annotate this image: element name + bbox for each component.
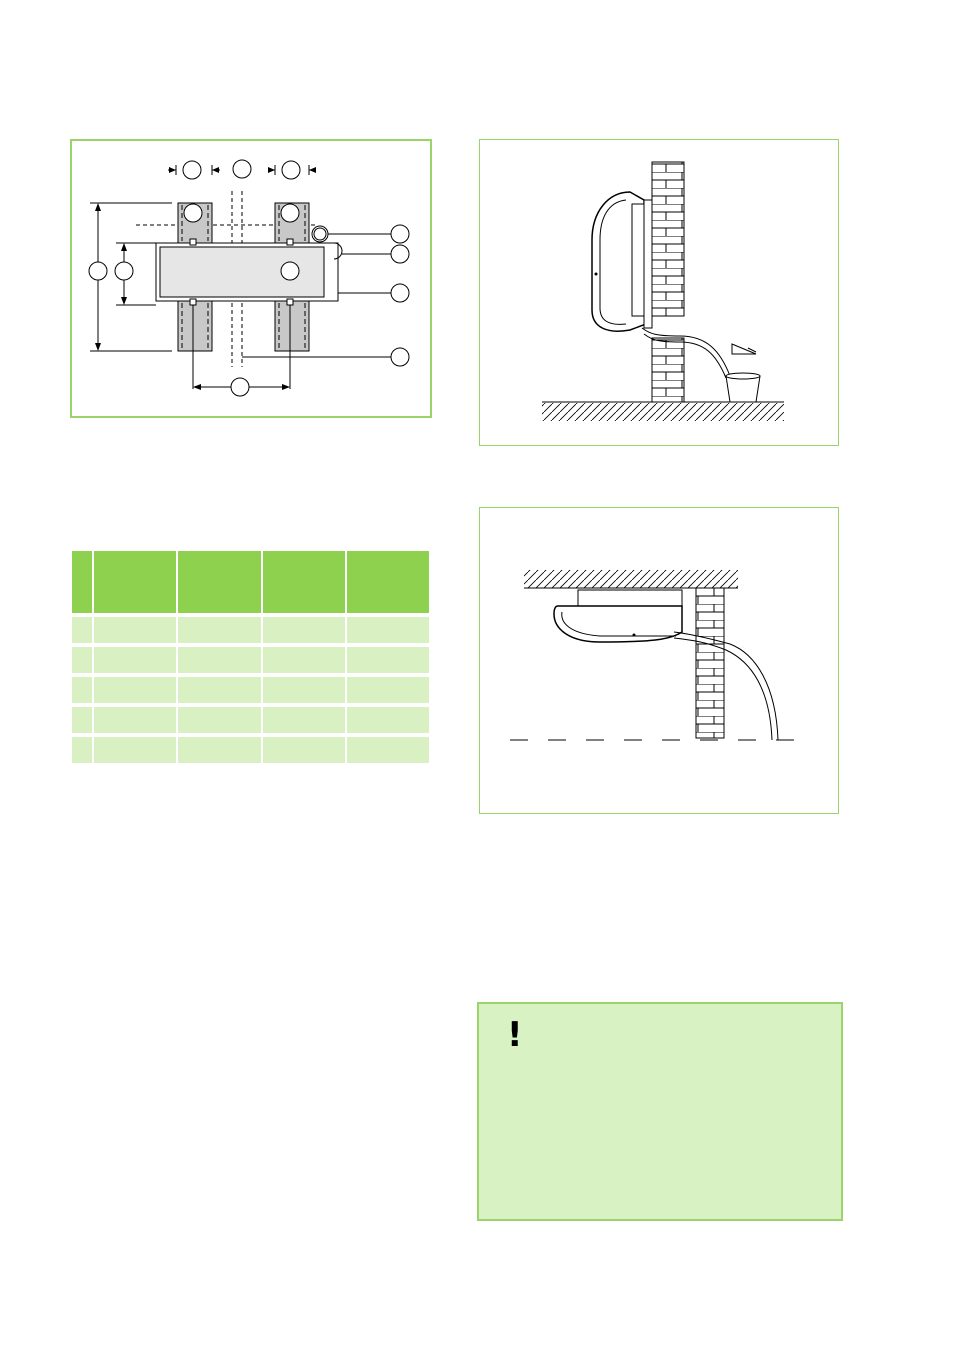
table-cell — [94, 613, 177, 643]
table-cell — [94, 733, 177, 763]
table-header-cell — [262, 551, 345, 613]
table-cell — [178, 673, 261, 703]
table-cell — [346, 733, 429, 763]
ceiling-drain-drawing — [510, 570, 798, 741]
table-cell — [72, 613, 92, 643]
table-row — [72, 733, 429, 763]
table-cell — [72, 643, 92, 673]
dimension-diagram-drawing — [88, 159, 410, 397]
table-cell — [346, 643, 429, 673]
table-header-cell — [178, 551, 261, 613]
table-cell — [262, 643, 345, 673]
table-cell — [178, 613, 261, 643]
table-cell — [178, 703, 261, 733]
table-row — [72, 613, 429, 643]
warning-icon: ! — [507, 1015, 523, 1055]
table-cell — [262, 613, 345, 643]
table-row — [72, 673, 429, 703]
table-cell — [94, 703, 177, 733]
table-cell — [178, 643, 261, 673]
table-row — [72, 643, 429, 673]
table-header-cell — [346, 551, 429, 613]
table-cell — [72, 733, 92, 763]
table-cell — [262, 673, 345, 703]
dimension-diagram — [70, 139, 432, 418]
table-cell — [94, 643, 177, 673]
table-header-row — [72, 551, 429, 613]
table-cell — [346, 673, 429, 703]
table-cell — [72, 673, 92, 703]
wall-drain-diagram — [479, 139, 839, 446]
table-row — [72, 703, 429, 733]
table-cell — [262, 703, 345, 733]
ceiling-drain-diagram — [479, 507, 839, 814]
table-cell — [346, 703, 429, 733]
table-cell — [262, 733, 345, 763]
spec-table — [70, 551, 431, 763]
table-header-cell — [72, 551, 92, 613]
table-cell — [94, 673, 177, 703]
table-cell — [346, 613, 429, 643]
wall-drain-drawing — [542, 161, 784, 421]
table-cell — [72, 703, 92, 733]
warning-note: ! — [477, 1002, 843, 1221]
table-header-cell — [94, 551, 177, 613]
table-cell — [178, 733, 261, 763]
